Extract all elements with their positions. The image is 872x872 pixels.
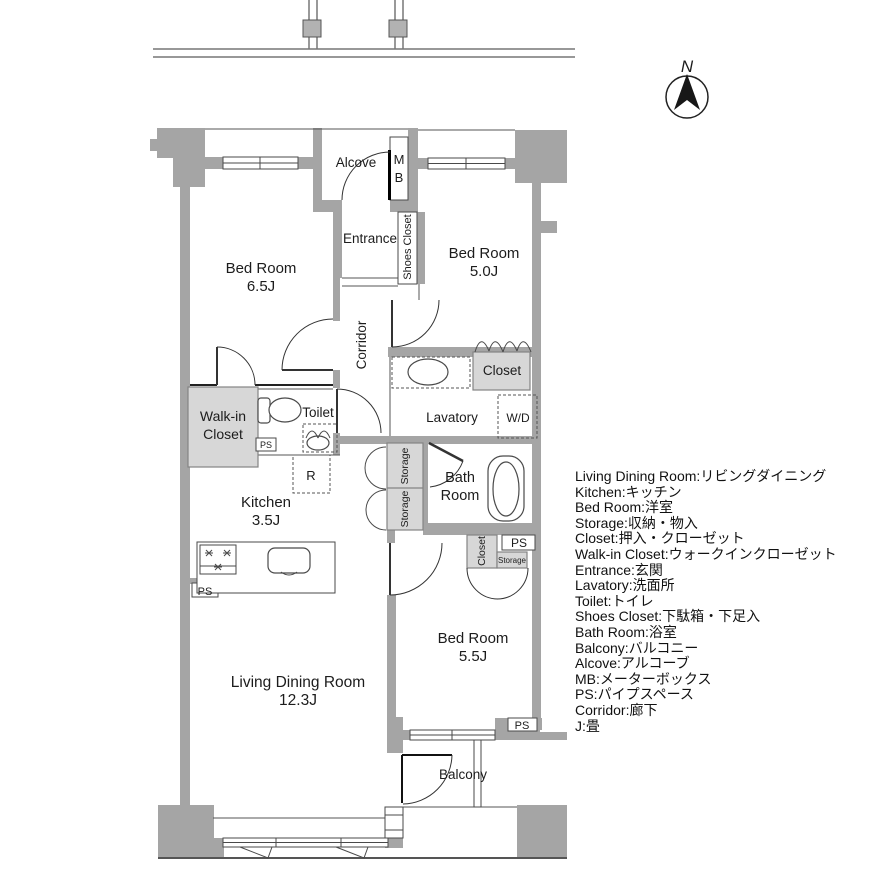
front-door-leaf: [388, 150, 391, 200]
walkin-closet-area: [187, 386, 259, 468]
legend-line: Balcony:バルコニー: [575, 639, 699, 656]
legend-line: Toilet:トイレ: [575, 592, 654, 609]
lower-closet-label: Closet: [476, 536, 488, 566]
ps-label-bottom: PS: [515, 720, 530, 732]
toilet-basin: [306, 435, 330, 451]
north-label: N: [681, 57, 694, 76]
toilet-label: Toilet: [302, 405, 334, 420]
wd-label: W/D: [506, 411, 530, 425]
legend-line: Corridor:廊下: [575, 701, 658, 718]
balcony-side-rail: [473, 739, 482, 808]
bedroom-55-size: 5.5J: [459, 648, 487, 665]
alcove-label: Alcove: [336, 155, 377, 170]
stove: [199, 544, 237, 575]
walkin-door-swing: [216, 346, 256, 386]
front-door-swing: [341, 151, 391, 201]
living-dining-size: 12.3J: [279, 692, 317, 709]
ps-label-mid: PS: [511, 536, 527, 550]
legend-line: PS:パイプスペース: [575, 686, 694, 703]
lavatory-label: Lavatory: [426, 410, 478, 425]
small-storage-area: [496, 551, 528, 569]
ps-box-bottom: [507, 717, 538, 732]
legend-line: Closet:押入・クローゼット: [575, 530, 745, 547]
toilet-basin-cabinet: [302, 423, 338, 453]
folding-door-symbols: [305, 341, 532, 531]
ps-box-mid: [501, 534, 536, 551]
toilet-bowl: [268, 397, 302, 423]
storage-cells-area: [386, 442, 424, 531]
bedroom-65-size: 6.5J: [247, 278, 275, 295]
legend-line: Entrance:玄関: [575, 561, 663, 578]
lavatory-door-swing: [336, 388, 382, 434]
road-lines: [153, 0, 575, 58]
walkin-label-1: Walk-in: [200, 408, 246, 424]
small-storage-label: Storage: [498, 556, 527, 565]
ps-label-kitchen: PS: [198, 586, 213, 598]
ps-label-toilet: PS: [260, 440, 272, 450]
legend-line: Living Dining Room:リビングダイニング: [575, 468, 827, 484]
bedroom-50-name: Bed Room: [449, 245, 520, 262]
legend-line: Alcove:アルコーブ: [575, 655, 690, 672]
kitchen-size: 3.5J: [252, 512, 280, 529]
washer-space: [497, 394, 538, 439]
balcony-label: Balcony: [439, 767, 487, 782]
legend-line: Lavatory:洗面所: [575, 577, 675, 594]
lavatory-sink: [407, 358, 449, 386]
walkin-label-2: Closet: [203, 426, 243, 442]
balcony-door-window: [384, 806, 404, 839]
bedroom-50-size: 5.0J: [470, 263, 498, 280]
bedroom-55-name: Bed Room: [438, 630, 509, 647]
lower-closet-door-swing-left: [466, 567, 499, 600]
legend-line: J:畳: [575, 717, 600, 734]
stove-burners: [200, 549, 298, 576]
refrigerator-label: R: [306, 468, 315, 483]
refrigerator-space: [292, 454, 331, 494]
wall-segments: [150, 128, 567, 858]
toilet-tank: [257, 397, 271, 424]
legend-line: Kitchen:キッチン: [575, 483, 682, 500]
mb-label-m: M: [394, 152, 405, 167]
balcony-door-swing: [402, 754, 453, 805]
upper-closet-label: Closet: [483, 363, 522, 378]
legend-line: Bed Room:洋室: [575, 499, 674, 516]
bath-door-leaf: [428, 441, 464, 463]
mb-box: [389, 136, 409, 201]
legend-line: Shoes Closet:下駄箱・下足入: [575, 608, 761, 625]
north-arrow-icon: N: [665, 57, 709, 119]
storage-label-1: Storage: [399, 447, 411, 484]
bathtub-inner: [492, 461, 520, 517]
mb-label-b: B: [395, 170, 404, 185]
corridor-label: Corridor: [354, 320, 369, 369]
thin-lines: [158, 128, 567, 859]
living-dining-name: Living Dining Room: [231, 674, 365, 691]
shoes-closet-box: [397, 211, 418, 285]
bath-label-1: Bath: [445, 470, 475, 486]
kitchen-name: Kitchen: [241, 494, 291, 511]
legend-line: Bath Room:浴室: [575, 623, 677, 640]
shoes-closet-label: Shoes Closet: [402, 214, 414, 279]
kitchen-sink: [267, 547, 311, 574]
bedroom-65-door-swing: [281, 318, 334, 371]
window-mullions: [223, 157, 505, 847]
lower-closet-door-swing-right: [496, 567, 529, 600]
bath-door-swing: [429, 460, 464, 488]
bedroom-50-door-swing: [391, 299, 440, 348]
legend-line: Walk-in Closet:ウォークインクローゼット: [575, 545, 837, 562]
utility-pole-boxes: [302, 19, 408, 38]
entrance-label: Entrance: [343, 231, 397, 246]
legend: Living Dining Room:リビングダイニング Kitchen:キッチ…: [575, 468, 870, 734]
shaded-areas: [187, 351, 531, 569]
ps-box-toilet: [255, 437, 277, 452]
bath-label-2: Room: [441, 488, 480, 504]
bedroom-65-name: Bed Room: [226, 260, 297, 277]
bedroom-55-door-swing: [389, 542, 443, 596]
legend-line: MB:メーターボックス: [575, 670, 712, 687]
window-opening-marks: [239, 846, 369, 859]
upper-closet-area: [472, 351, 531, 391]
doors: [216, 150, 529, 805]
lavatory-counter: [391, 356, 471, 389]
legend-line: Storage:収納・物入: [575, 514, 698, 531]
storage-label-2: Storage: [399, 490, 411, 527]
